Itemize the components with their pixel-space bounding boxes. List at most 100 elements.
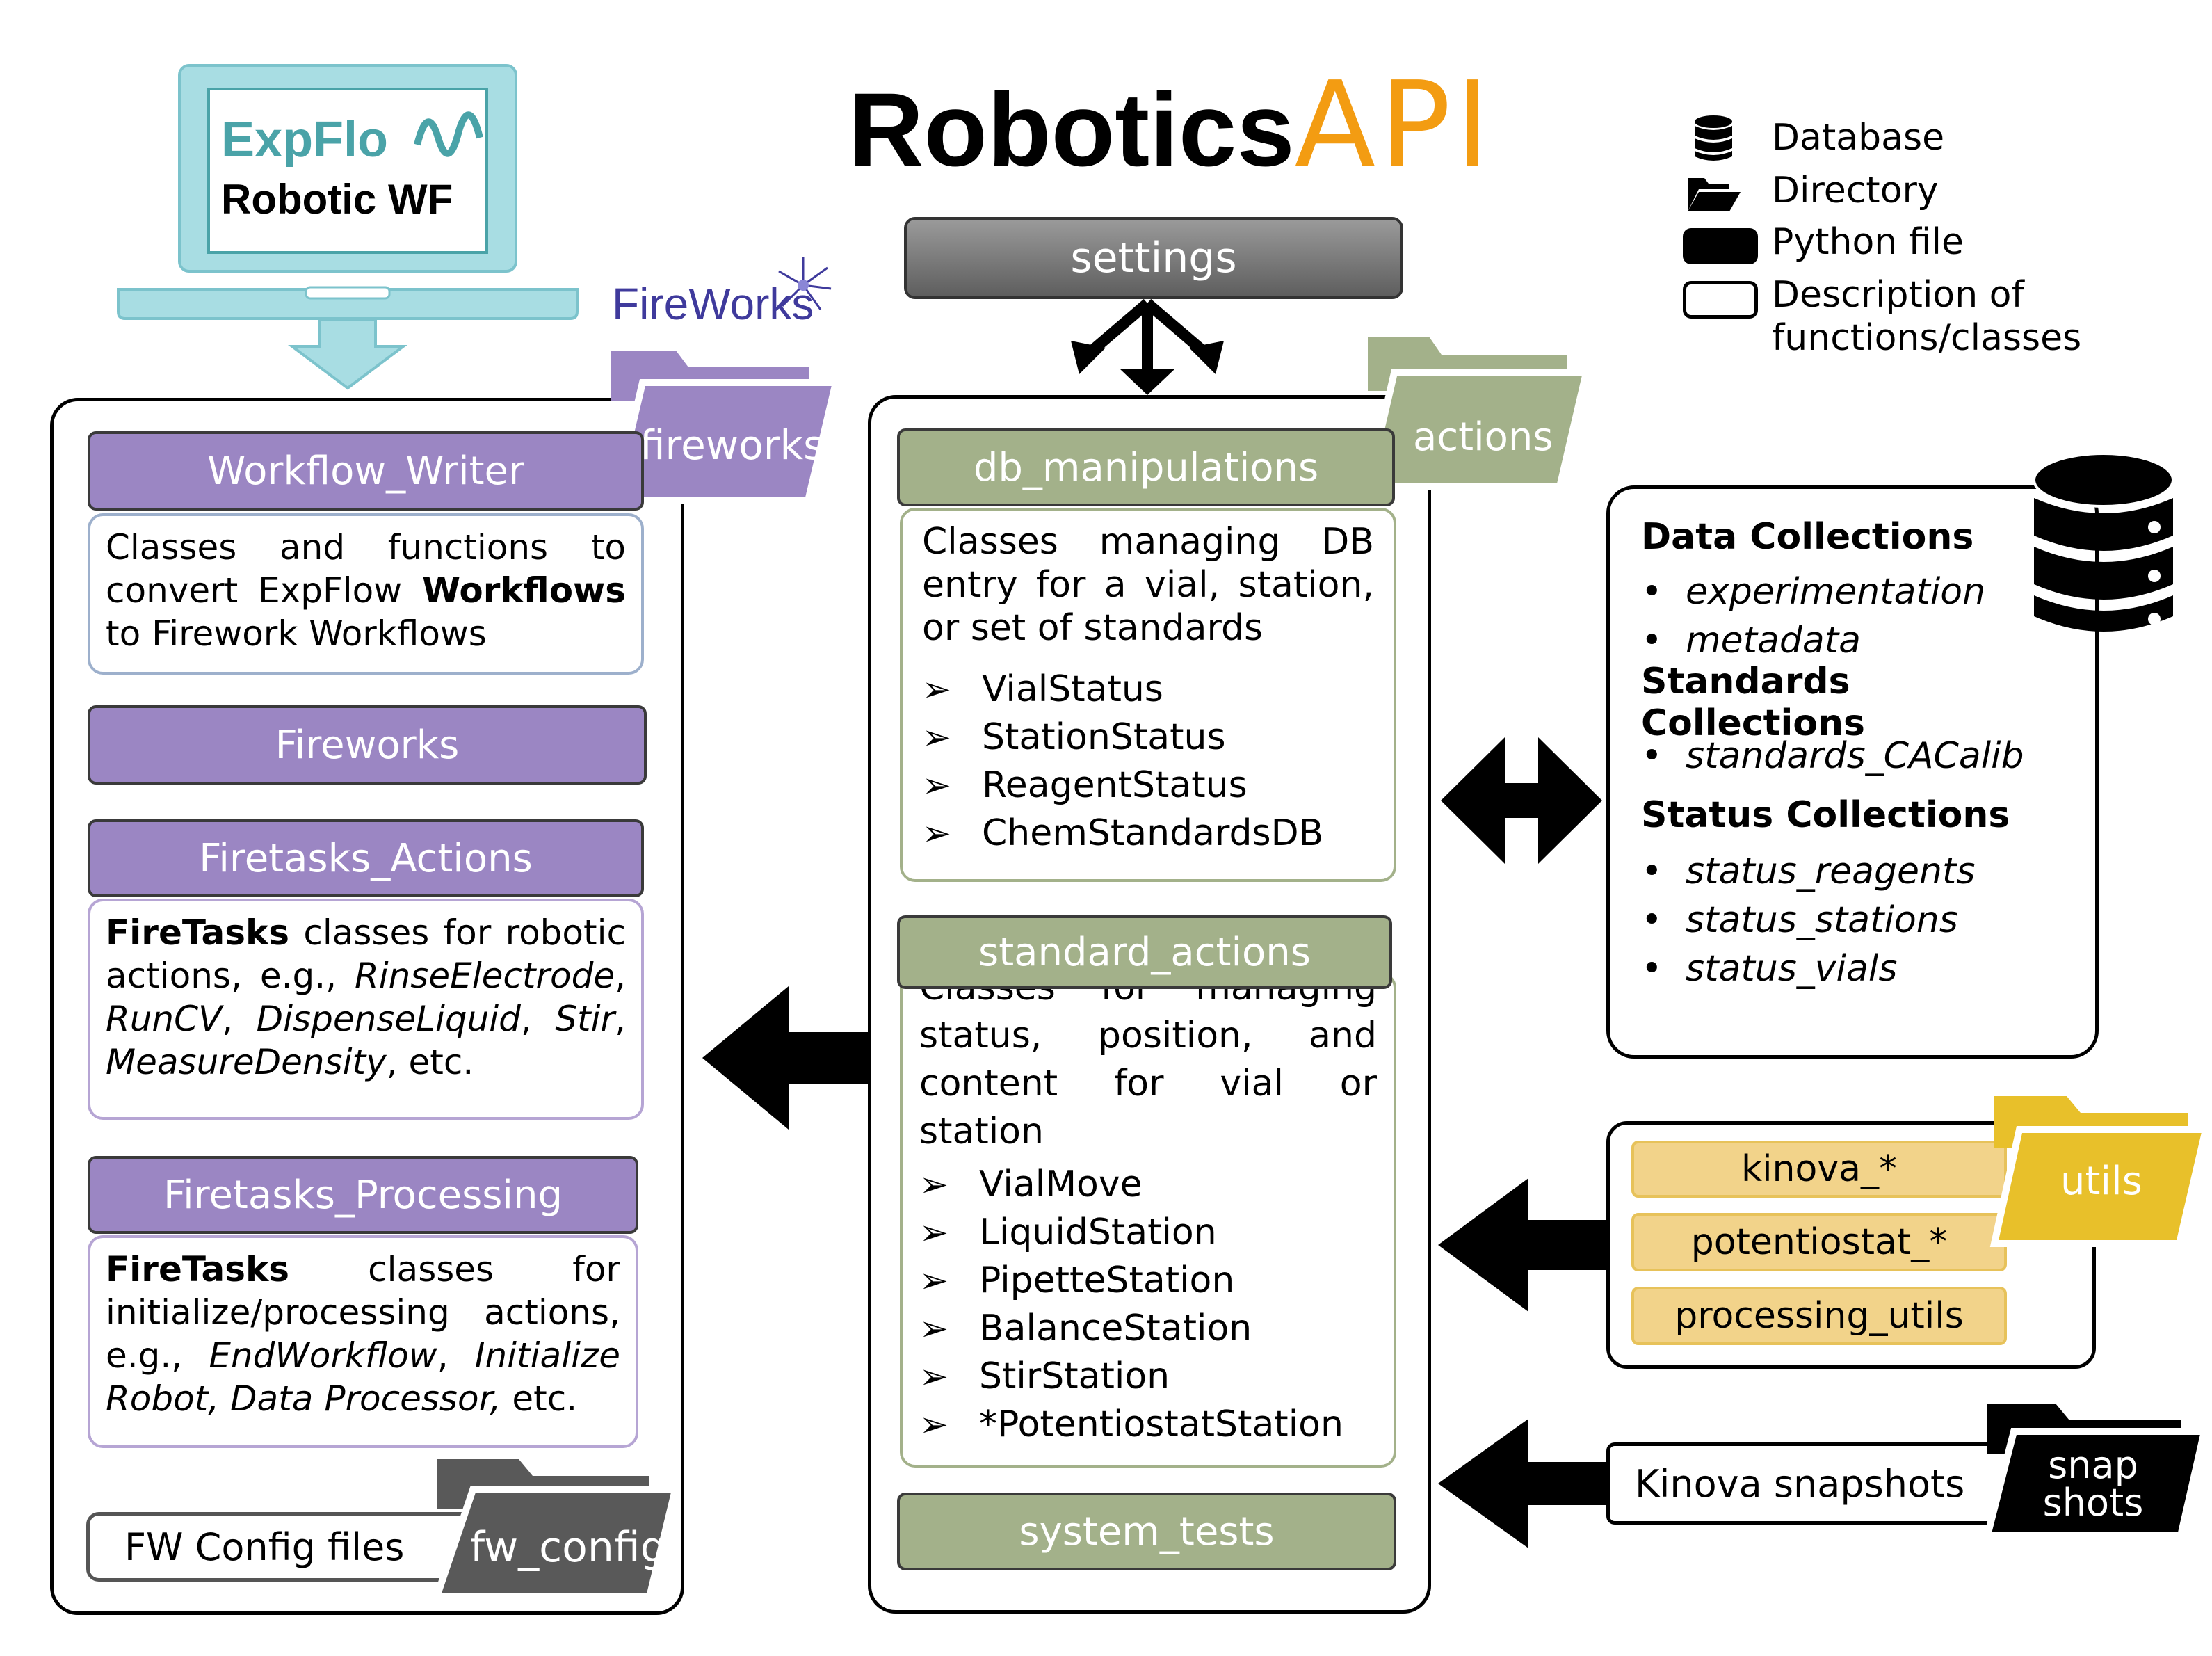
db-manipulations-desc: Classes managing DB entry for a vial, st… (900, 508, 1396, 882)
list-item-label: VialMove (979, 1163, 1143, 1205)
standard-actions-header: standard_actions (897, 915, 1392, 989)
firetasks-processing-bold: FireTasks (106, 1249, 290, 1289)
expflow-subtitle: Robotic WF (221, 176, 453, 223)
list-item: ➢ ChemStandardsDB (922, 809, 1374, 857)
page-title: RoboticsAPI (848, 56, 1490, 195)
firetasks-processing-sep1: , (437, 1335, 475, 1376)
list-item-label: status_stations (1686, 899, 1958, 941)
legend-description-swatch (1683, 281, 1758, 319)
workflow-writer-text2: to Firework Workflows (106, 613, 487, 654)
list-item: ➢ BalanceStation (919, 1304, 1377, 1352)
actions-folder-label: actions (1413, 415, 1553, 460)
workflow-writer-header: Workflow_Writer (88, 431, 644, 511)
list-item-label: LiquidStation (979, 1211, 1217, 1253)
firetasks-processing-i2: Initialize Robot, Data Processor, (106, 1335, 620, 1419)
firetasks-actions-i5: MeasureDensity (106, 1042, 387, 1082)
list-item-label: ChemStandardsDB (982, 812, 1324, 854)
workflow-writer-bold: Workflows (422, 570, 626, 611)
legend-python-file-swatch (1683, 228, 1758, 264)
utils-item-potentiostat: potentiostat_* (1631, 1213, 2007, 1271)
firetasks-actions-sep1: , (615, 956, 626, 996)
bullet-icon: • (1641, 851, 1663, 892)
arrow-left-from-snapshots-icon (1438, 1419, 1610, 1548)
firetasks-actions-sep2: , (222, 999, 257, 1039)
standard-actions-desc: Classes for managing status, position, a… (900, 972, 1396, 1468)
snapshots-folder-icon (1983, 1404, 2209, 1538)
legend-python-file: Python file (1772, 221, 1964, 263)
firetasks-actions-sep4: , (615, 999, 626, 1039)
list-item-label: PipetteStation (979, 1259, 1235, 1301)
laptop-icon (117, 64, 579, 390)
directory-icon (1688, 178, 1741, 211)
arrow-left-from-utils-icon (1438, 1178, 1610, 1312)
firetasks-processing-header: Firetasks_Processing (88, 1156, 638, 1234)
list-item-label: VialStatus (982, 668, 1163, 710)
db-manipulations-text: Classes managing DB entry for a vial, st… (922, 521, 1374, 649)
list-item: • status_stations (1641, 896, 2072, 944)
list-item-label: BalanceStation (979, 1307, 1252, 1349)
firetasks-actions-header: Firetasks_Actions (88, 819, 644, 897)
db-manipulations-header: db_manipulations (897, 428, 1395, 506)
legend-database: Database (1772, 117, 1945, 159)
bullet-icon: • (1641, 948, 1663, 990)
firetasks-processing-i1: EndWorkflow (209, 1335, 437, 1376)
workflow-writer-desc: Classes and functions to convert ExpFlow… (88, 513, 644, 675)
standard-actions-text: Classes for managing status, position, a… (919, 972, 1377, 1152)
firetasks-processing-desc: FireTasks classes for initialize/process… (88, 1235, 638, 1448)
list-item-label: standards_CACalib (1686, 735, 2024, 777)
firetasks-actions-i2: RunCV (106, 999, 223, 1039)
db-manipulations-list: ➢VialStatus ➢StationStatus ➢ReagentStatu… (922, 665, 1374, 857)
list-item: ➢PipetteStation (919, 1256, 1377, 1304)
list-item: •metadata (1641, 616, 2072, 665)
database-large-icon (2033, 452, 2174, 632)
list-item: ➢ StationStatus (922, 713, 1374, 761)
checkmark-arrow-icon: ➢ (922, 716, 951, 757)
list-item-label: ReagentStatus (982, 764, 1248, 806)
list-item-label: StationStatus (982, 716, 1226, 758)
title-accent: API (1294, 56, 1494, 194)
list-item: ➢ ReagentStatus (922, 761, 1374, 809)
list-item: ➢ VialMove (919, 1160, 1377, 1208)
firetasks-actions-bold: FireTasks (106, 913, 290, 953)
workflow-writer-text1: Classes and functions to convert ExpFlow (106, 527, 626, 611)
legend-description-l1: Description of (1772, 274, 2024, 316)
firetasks-actions-text1: classes for robotic actions, e.g., (106, 913, 626, 996)
firetasks-actions-i3: DispenseLiquid (256, 999, 521, 1039)
list-item-label: experimentation (1686, 571, 1986, 613)
fw-config-folder-icon (432, 1459, 679, 1600)
fireworks-folder-icon (610, 351, 839, 504)
utils-folder-icon (1989, 1096, 2209, 1247)
checkmark-arrow-icon: ➢ (919, 1308, 948, 1349)
fw-config-folder-label: fw_config (470, 1523, 667, 1572)
firetasks-processing-text1: classes for initialize/processing action… (106, 1249, 620, 1376)
title-main: Robotics (848, 71, 1295, 188)
arrow-left-to-fireworks-icon (702, 986, 869, 1130)
list-item: •status_reagents (1641, 847, 2072, 896)
firetasks-processing-text2: etc. (501, 1378, 578, 1419)
checkmark-arrow-icon: ➢ (922, 812, 951, 853)
checkmark-arrow-icon: ➢ (919, 1212, 948, 1253)
list-item: ➢VialStatus (922, 665, 1374, 713)
standards-collections-heading: Standards Collections (1641, 661, 1866, 744)
fireworks-burst-icon (778, 257, 832, 310)
firetasks-actions-text2: , etc. (386, 1042, 474, 1082)
list-item-label: metadata (1686, 620, 1862, 661)
utils-item-kinova: kinova_* (1631, 1141, 2007, 1198)
checkmark-arrow-icon: ➢ (922, 764, 951, 805)
bullet-icon: • (1641, 899, 1663, 941)
checkmark-arrow-icon: ➢ (919, 1356, 948, 1397)
legend-description-l2: functions/classes (1772, 317, 2082, 359)
data-collections-heading: Data Collections (1641, 516, 1974, 558)
list-item: •experimentation (1641, 568, 2072, 616)
arrow-double-db-icon (1441, 737, 1602, 864)
snapshots-folder-label-l2: shots (2042, 1481, 2144, 1525)
firetasks-actions-desc: FireTasks classes for robotic actions, e… (88, 899, 644, 1120)
standard-actions-list: ➢VialMove ➢LiquidStation ➢PipetteStation… (919, 1160, 1377, 1448)
firetasks-actions-i1: RinseElectrode (354, 956, 615, 996)
list-item-label: StirStation (979, 1355, 1170, 1397)
checkmark-arrow-icon: ➢ (919, 1164, 948, 1205)
fireworks-folder-label: fireworks (640, 421, 825, 469)
snapshots-folder-label-l1: snap (2048, 1443, 2138, 1487)
status-collections-heading: Status Collections (1641, 794, 2010, 836)
list-item: ➢ StirStation (919, 1352, 1377, 1400)
